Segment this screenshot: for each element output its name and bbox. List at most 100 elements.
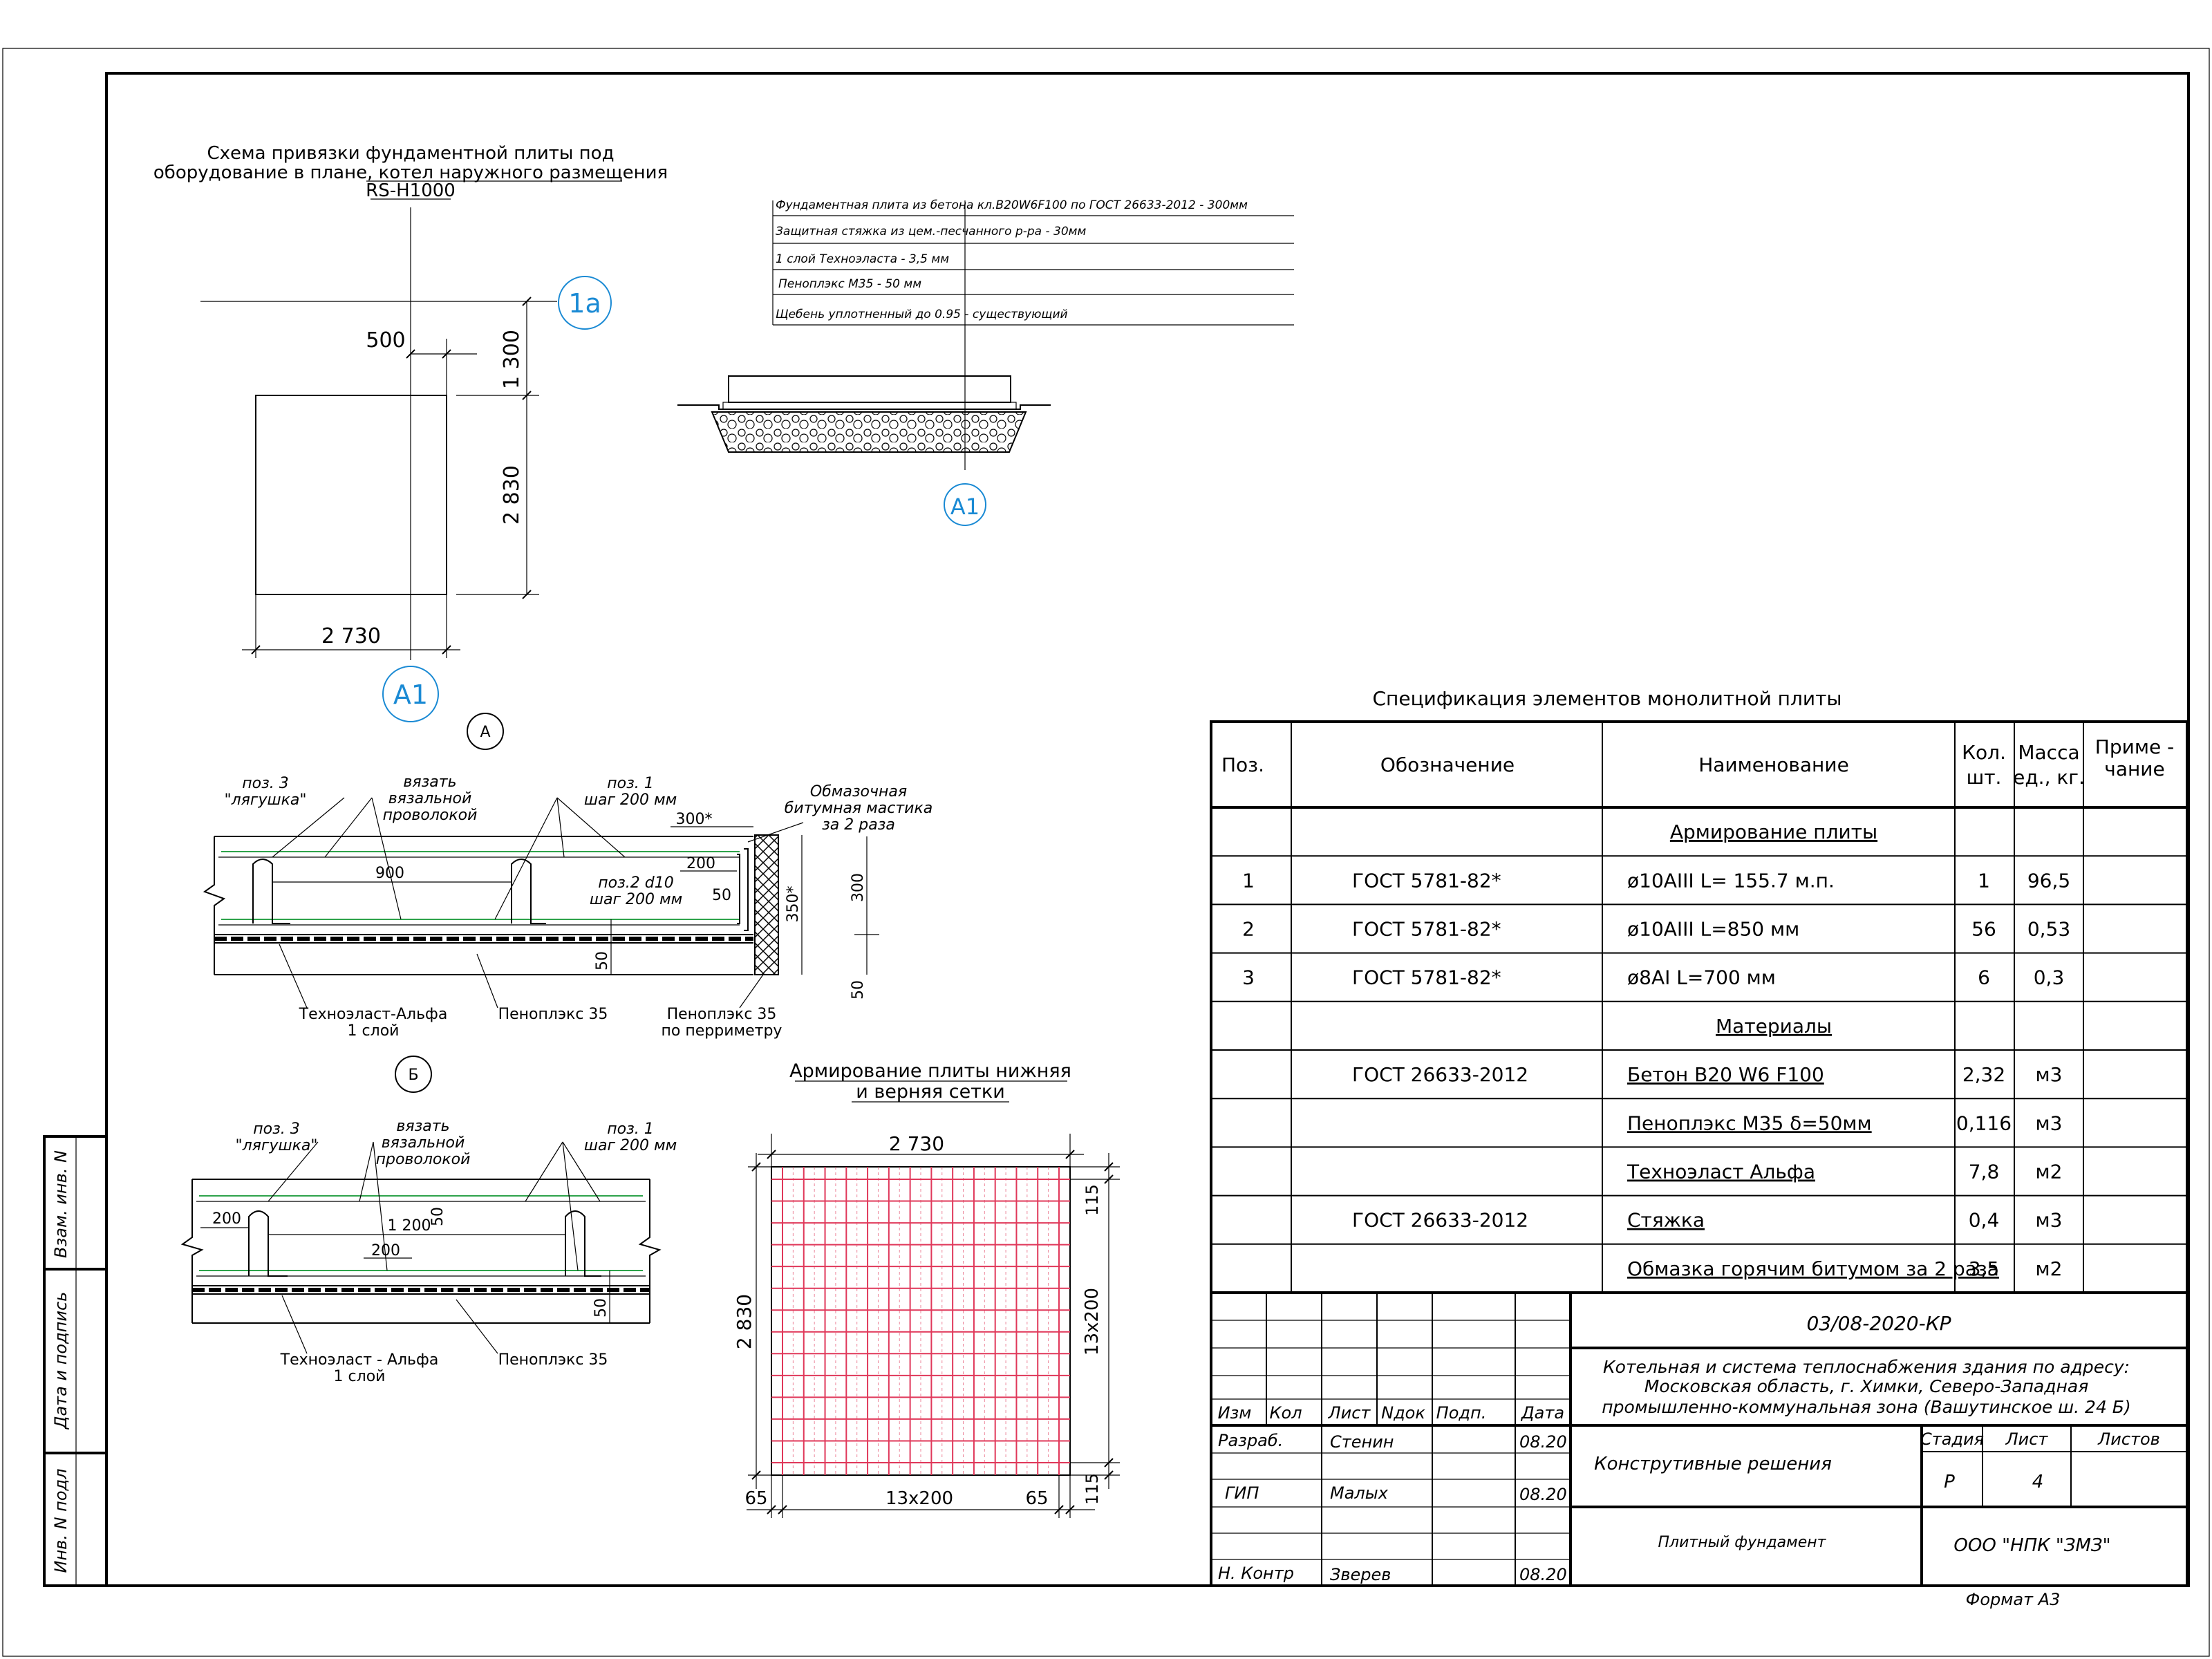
spec-header-qty-2: шт. <box>1967 766 2002 789</box>
mesh-dim-115a: 115 <box>1082 1184 1102 1216</box>
detailB-dim-50b: 50 <box>592 1298 610 1318</box>
tb-col-list: Лист <box>1328 1403 1371 1423</box>
plan-slab <box>255 395 447 595</box>
spec-cell-qty: 1 <box>1978 869 1990 892</box>
spec-header-note-2: чание <box>2104 758 2164 780</box>
detailB-pos3-2: "лягушка" <box>235 1137 317 1154</box>
detailA-tie-2: вязальной <box>388 790 472 807</box>
detailA-pos1-2: шаг 200 мм <box>584 791 677 809</box>
tb-sheets-h: Листов <box>2097 1430 2160 1449</box>
spec-header-designation: Обозначение <box>1380 753 1515 776</box>
plan-title-3: RS-H1000 <box>366 180 456 201</box>
plan-dim-1300: 1 300 <box>500 330 524 389</box>
detailB-dim-200a: 200 <box>212 1210 241 1228</box>
detailA-dim-200: 200 <box>686 855 715 872</box>
tb-project-1: Котельная и система теплоснабжения здани… <box>1603 1357 2130 1377</box>
plan-axis-A1: А1 <box>393 679 428 710</box>
spec-cell-mass: 0,3 <box>2034 966 2065 989</box>
detailB-tech-2: 1 слой <box>334 1368 386 1385</box>
spec-cell-name: Техноэласт Альфа <box>1627 1161 1815 1183</box>
spec-header-qty-1: Кол. <box>1962 741 2006 764</box>
side-stamp: Взам. инв. N Дата и подпись Инв. N подл <box>43 1135 108 1587</box>
detailB-tie-3: проволокой <box>376 1151 471 1168</box>
spec-cell-name: Материалы <box>1716 1015 1832 1038</box>
tb-project-2: Московская область, г. Химки, Северо-Зап… <box>1644 1376 2088 1396</box>
tb-code: 03/08-2020-КР <box>1807 1312 1951 1335</box>
tb-date-1: 08.20 <box>1519 1432 1567 1452</box>
tb-col-izm: Изм <box>1218 1403 1252 1423</box>
spec-cell-mass: м3 <box>2036 1063 2063 1086</box>
detailA-dim-300: 300 <box>850 873 867 902</box>
detailB-pos3-1: поз. 3 <box>253 1121 300 1138</box>
spec-cell-name: Обмазка горячим битумом за 2 раза <box>1627 1257 1999 1280</box>
spec-cell-designation: ГОСТ 5781-82* <box>1352 966 1501 989</box>
plan-title-1: Схема привязки фундаментной плиты под <box>207 143 614 164</box>
spec-cell-name: ø10AIII L=850 мм <box>1627 918 1799 941</box>
spec-cell-designation: ГОСТ 26633-2012 <box>1352 1209 1528 1232</box>
tb-name-3: Зверев <box>1330 1565 1391 1584</box>
mesh-grid <box>771 1167 1070 1475</box>
tb-role-2: ГИП <box>1225 1483 1259 1503</box>
spec-cell-name: ø10AIII L= 155.7 м.п. <box>1627 869 1835 892</box>
detailA-pos3-1: поз. 3 <box>242 775 289 792</box>
layer-5: Щебень уплотненный до 0.95 - существующи… <box>776 308 1068 321</box>
detailA-tech-2: 1 слой <box>348 1022 400 1040</box>
detailA-mastic-2: битумная мастика <box>785 800 932 817</box>
side-vzam: Взам. инв. N <box>51 1150 71 1258</box>
tb-project-3: промышленно-коммунальная зона (Вашутинск… <box>1602 1397 2130 1417</box>
tb-stage: Р <box>1944 1472 1955 1492</box>
tb-company: ООО "НПК "ЗМЗ" <box>1953 1535 2110 1556</box>
spec-header-note-1: Приме - <box>2095 735 2174 758</box>
layer-4: Пеноплэкс М35 - 50 мм <box>778 277 921 291</box>
detailA-tie-3: проволокой <box>383 807 478 824</box>
mesh-dim-65b: 65 <box>1025 1488 1048 1509</box>
spec-cell-mass: 0,53 <box>2027 918 2070 941</box>
tb-col-podp: Подп. <box>1436 1403 1487 1423</box>
detailA-pos3-2: "лягушка" <box>224 791 306 809</box>
detailB-dim-1200: 1 200 <box>388 1217 431 1235</box>
spec-cell-name: ø8AI L=700 мм <box>1627 966 1776 989</box>
detailB-pos1-1: поз. 1 <box>607 1121 654 1138</box>
plan-title-2: оборудование в плане, котел наружного ра… <box>153 162 668 183</box>
detailA-dim-50a: 50 <box>712 887 731 904</box>
tb-stage-h: Стадия <box>1920 1430 1984 1449</box>
detailA-dim-900: 900 <box>375 865 404 882</box>
tb-col-ndok: Nдок <box>1381 1403 1425 1423</box>
side-date-sign: Дата и подпись <box>51 1292 71 1430</box>
layer-3: 1 слой Техноэласта - 3,5 мм <box>776 252 949 266</box>
detailA-dim-50c: 50 <box>594 951 611 971</box>
detailA-pos1-1: поз. 1 <box>607 775 654 792</box>
detailA-dim-50b: 50 <box>850 980 867 1000</box>
detailA-penoplex-per-1: Пеноплэкс 35 <box>667 1006 777 1023</box>
outer-frame <box>2 48 2210 1657</box>
spec-cell-pos: 1 <box>1242 869 1255 892</box>
spec-cell-name: Стяжка <box>1627 1209 1705 1232</box>
detailB-tech-1: Техноэласт - Альфа <box>280 1351 439 1369</box>
detailA-pos2-1: поз.2 d10 <box>598 874 673 892</box>
tb-drawing-name: Плитный фундамент <box>1658 1534 1827 1551</box>
spec-cell-qty: 56 <box>1971 918 1996 941</box>
tb-col-kol: Кол <box>1269 1403 1302 1423</box>
spec-cell-qty: 7,8 <box>1969 1161 2000 1183</box>
tb-role-1: Разраб. <box>1218 1431 1283 1450</box>
spec-cell-pos: 3 <box>1242 966 1255 989</box>
detailA-penoplex: Пеноплэкс 35 <box>498 1006 608 1023</box>
mesh-dim-2830: 2 830 <box>733 1294 756 1349</box>
spec-cell-designation: ГОСТ 5781-82* <box>1352 869 1501 892</box>
spec-header-pos: Поз. <box>1221 753 1264 776</box>
detailA-penoplex-per-2: по перриметру <box>662 1022 782 1040</box>
spec-cell-qty: 3,5 <box>1969 1257 2000 1280</box>
detailB-tie-1: вязать <box>396 1118 449 1135</box>
plan-axis-1a: 1а <box>568 288 601 319</box>
mesh-title-2: и верняя сетки <box>856 1081 1005 1103</box>
tb-name-2: Малых <box>1330 1483 1389 1503</box>
detailB-dim-50a: 50 <box>429 1207 447 1226</box>
spec-cell-pos: 2 <box>1242 918 1255 941</box>
tb-date-3: 08.20 <box>1519 1565 1567 1584</box>
tb-sheet: 4 <box>2032 1472 2044 1492</box>
spec-cell-name: Бетон В20 W6 F100 <box>1627 1063 1824 1086</box>
tb-section-name: Конструтивные решения <box>1594 1454 1832 1474</box>
tb-role-3: Н. Контр <box>1218 1564 1294 1583</box>
detailA-dim-300s: 300* <box>676 811 713 828</box>
mesh-dim-115b: 115 <box>1082 1473 1102 1505</box>
